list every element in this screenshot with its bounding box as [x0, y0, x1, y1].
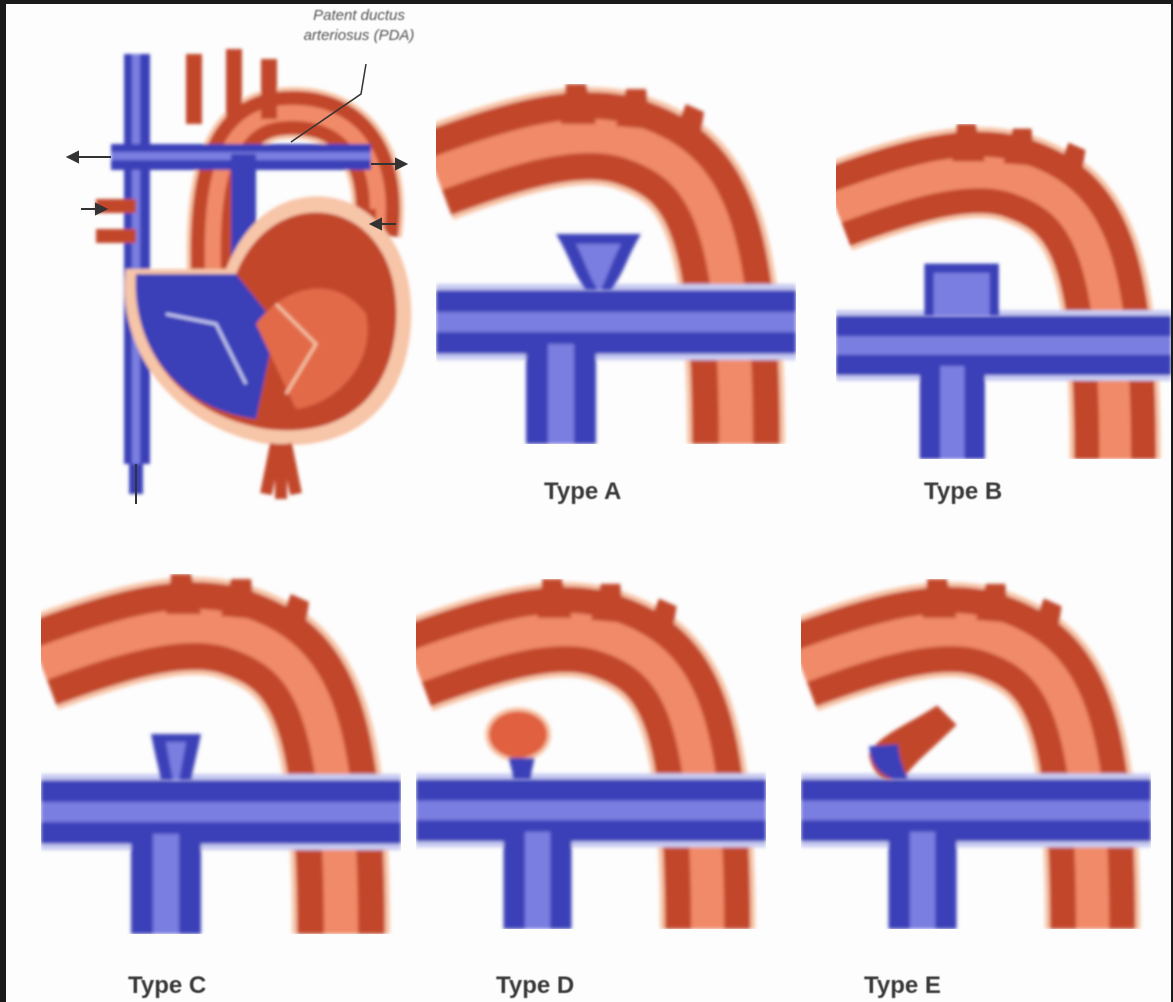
type-b-panel [836, 119, 1171, 464]
type-e-label: Type E [864, 972, 941, 1000]
pda-callout-line1: Patent ductus [274, 6, 444, 26]
type-c-label: Type C [128, 972, 206, 1000]
type-e-vessels [801, 564, 1151, 944]
type-d-label: Type D [496, 972, 574, 1000]
type-c-vessels [41, 564, 401, 944]
type-a-label: Type A [544, 478, 621, 506]
diagram-canvas: Patent ductus arteriosus (PDA) [6, 4, 1171, 1002]
type-d-panel [416, 564, 766, 944]
type-e-panel [801, 564, 1151, 944]
type-d-vessels [416, 564, 766, 944]
pda-callout: Patent ductus arteriosus (PDA) [274, 6, 444, 46]
type-c-panel [41, 564, 401, 944]
pda-callout-line2: arteriosus (PDA) [274, 26, 444, 46]
type-a-panel [426, 84, 806, 444]
type-b-vessels [836, 119, 1171, 464]
type-a-vessels [426, 84, 806, 444]
type-b-label: Type B [924, 478, 1002, 506]
heart-illustration [56, 24, 486, 544]
